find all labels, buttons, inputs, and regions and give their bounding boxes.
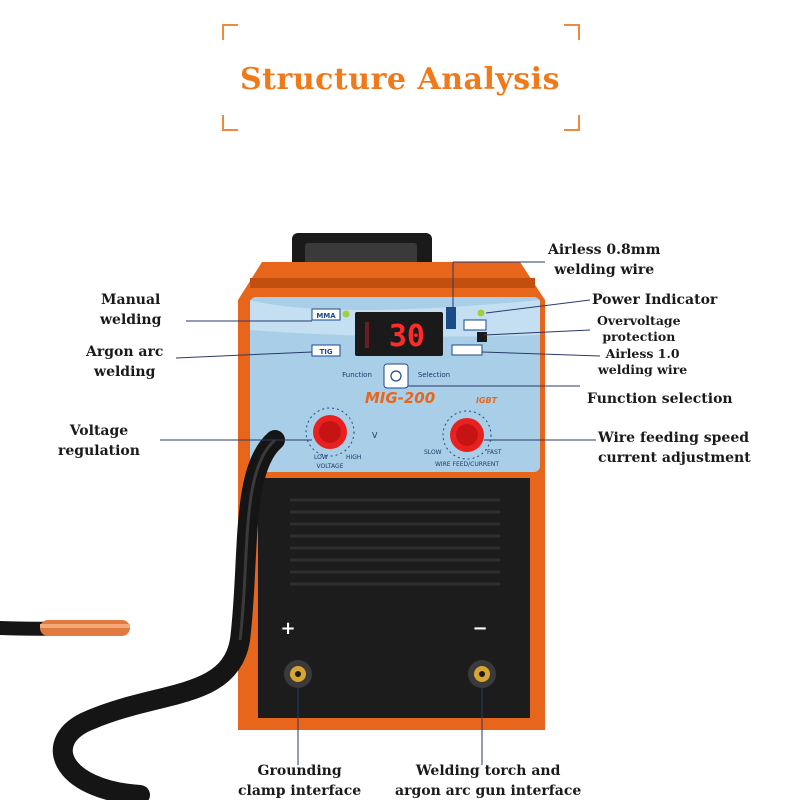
display-readout: 30 xyxy=(389,319,425,354)
label-power-indicator: Power Indicator xyxy=(592,292,718,308)
mode-tig-box xyxy=(311,344,341,357)
title-corner-top-right xyxy=(564,24,580,40)
label-function-selection: Function selection xyxy=(587,391,733,407)
model-suffix: IGBT xyxy=(476,396,498,405)
mode-mma-box xyxy=(311,308,341,321)
svg-text:LOW: LOW xyxy=(314,454,328,461)
function-text: Function xyxy=(342,371,372,379)
negative-symbol: − xyxy=(472,618,487,639)
svg-text:VOLTAGE: VOLTAGE xyxy=(317,463,344,470)
title-corner-bottom-left xyxy=(222,115,238,131)
wire-10-indicator xyxy=(451,344,483,356)
positive-symbol: + xyxy=(280,618,295,639)
mode-mma-label: MMA xyxy=(316,312,336,320)
mode-tig-label: TIG xyxy=(319,348,332,356)
svg-text:WIRE FEED/CURRENT: WIRE FEED/CURRENT xyxy=(435,461,499,468)
svg-text:HIGH: HIGH xyxy=(346,454,361,461)
overvoltage-led xyxy=(477,332,487,342)
page-title: Structure Analysis xyxy=(240,62,560,97)
selection-text: Selection xyxy=(418,371,450,379)
title-corner-top-left xyxy=(222,24,238,40)
svg-text:V: V xyxy=(372,431,378,440)
model-name: MIG-200 xyxy=(365,389,435,407)
digital-display xyxy=(355,312,443,356)
wire-08-indicator xyxy=(446,307,456,329)
power-led xyxy=(477,309,485,317)
svg-text:SLOW: SLOW xyxy=(424,449,442,456)
title-corner-bottom-right xyxy=(564,115,580,131)
mma-led xyxy=(342,310,350,318)
function-selection-button xyxy=(383,363,409,389)
svg-text:FAST: FAST xyxy=(487,449,502,456)
